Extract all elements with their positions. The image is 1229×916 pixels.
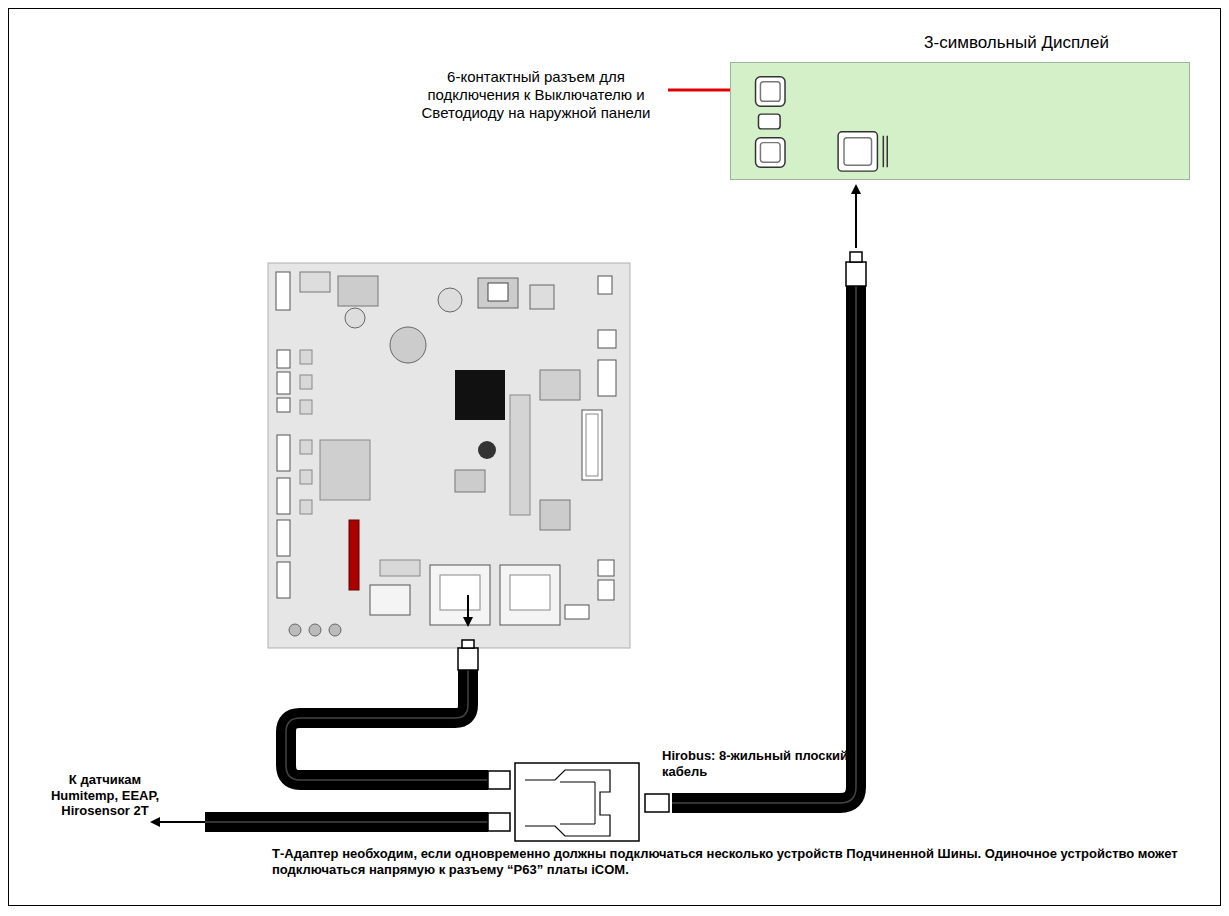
cable-plugs xyxy=(458,186,866,831)
icom-board xyxy=(268,263,630,648)
cable-note: Hirobus: 8-жильный плоский кабель xyxy=(662,748,852,779)
direction-arrow xyxy=(152,821,205,823)
t-adapter xyxy=(515,763,639,841)
connector-note: 6-контактный разъем для подключения к Вы… xyxy=(405,68,667,122)
sensor-note: К датчикам Humitemp, EEAP, Hirosensor 2T xyxy=(45,772,165,819)
flat-cables xyxy=(205,286,856,822)
footnote: Т-Адаптер необходим, если одновременно д… xyxy=(272,846,1217,877)
display-board: 3-символьный Дисплей xyxy=(730,62,1190,180)
board-connectors xyxy=(731,63,1189,179)
board-title: 3-символьный Дисплей xyxy=(924,33,1109,53)
